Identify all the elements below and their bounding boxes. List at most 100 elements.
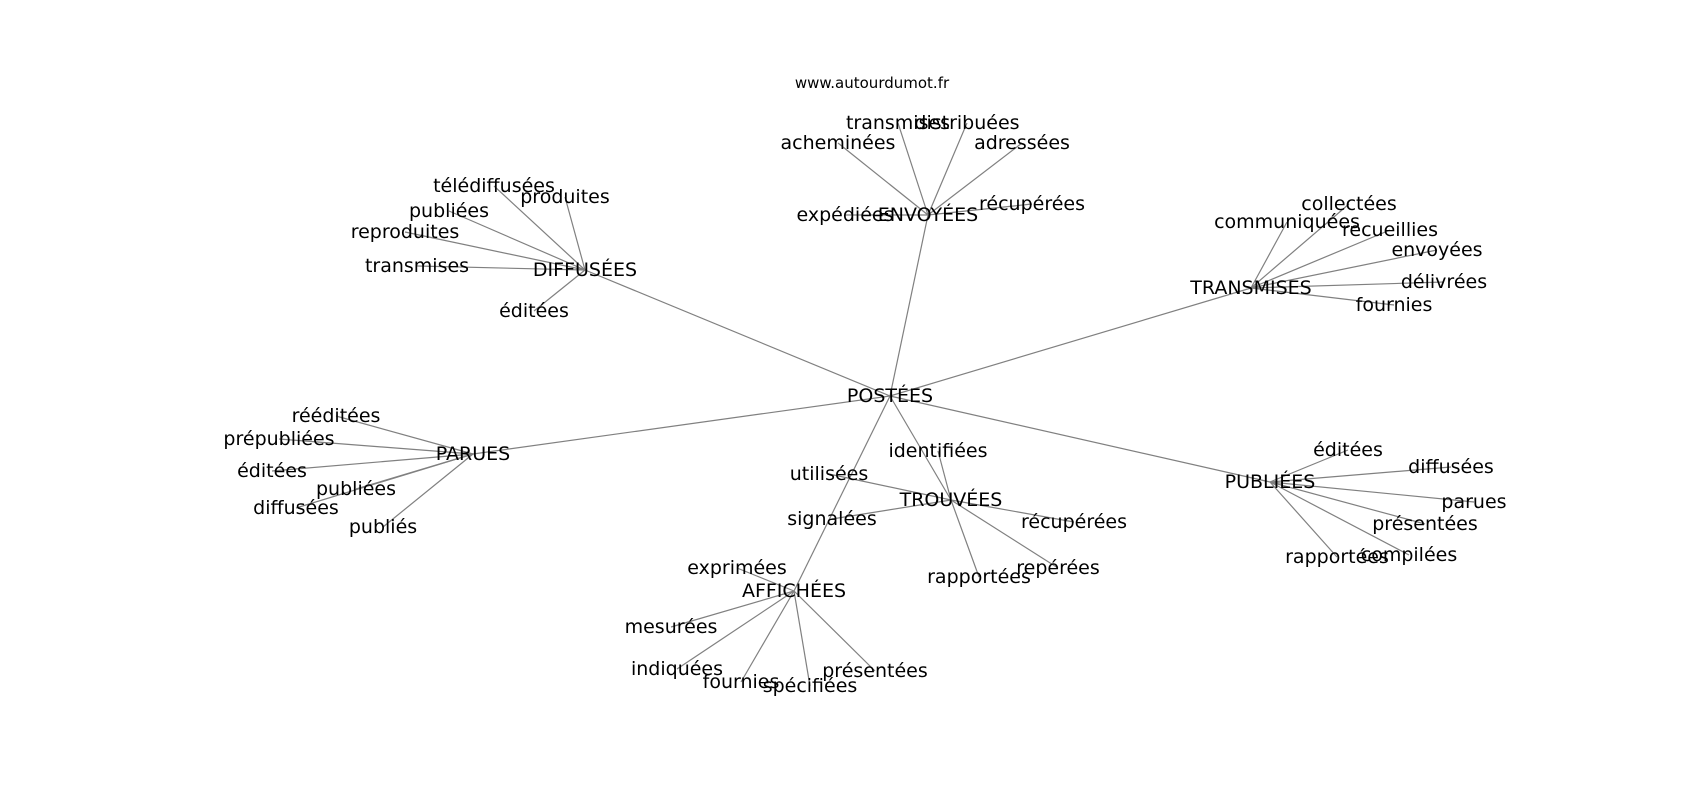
leaf-node[interactable]: éditées [499, 300, 569, 322]
cluster-node[interactable]: TROUVÉES [899, 488, 1003, 511]
leaf-node[interactable]: récupérées [1021, 511, 1127, 533]
edge-cluster-2-leaf-1 [1250, 221, 1288, 289]
leaf-node[interactable]: adressées [974, 132, 1070, 154]
cluster-node[interactable]: PARUES [436, 443, 510, 465]
leaf-node[interactable]: reproduites [351, 221, 460, 243]
edge-center-4 [889, 395, 1271, 483]
leaf-node[interactable]: distribuées [914, 112, 1019, 134]
edge-cluster-4-leaf-4 [1269, 481, 1338, 558]
leaf-node[interactable]: collectées [1301, 193, 1397, 215]
edge-cluster-5-leaf-0 [937, 450, 952, 501]
edge-cluster-6-leaf-5 [793, 590, 876, 672]
edge-cluster-6-leaf-4 [793, 590, 811, 687]
leaf-node[interactable]: prépubliées [223, 428, 334, 450]
edge-cluster-2-leaf-4 [1250, 281, 1445, 289]
leaf-node[interactable]: éditées [237, 460, 307, 482]
leaf-node[interactable]: diffusées [253, 497, 339, 519]
center-node[interactable]: POSTÉES [847, 384, 933, 407]
edge-cluster-0-leaf-2 [837, 142, 929, 216]
edge-center-2 [889, 287, 1252, 397]
edge-cluster-4-leaf-2 [1269, 481, 1475, 503]
cluster-node[interactable]: TRANSMISES [1189, 277, 1311, 299]
leaf-node[interactable]: recueillies [1342, 219, 1438, 241]
edge-center-5 [889, 395, 952, 501]
leaf-node[interactable]: utilisées [790, 463, 869, 485]
edge-cluster-2-leaf-0 [1250, 203, 1350, 289]
edge-center-6 [793, 395, 891, 592]
leaf-node[interactable]: transmises [846, 112, 950, 134]
edge-cluster-1-leaf-0 [493, 185, 586, 271]
leaf-node[interactable]: parues [1441, 491, 1506, 513]
leaf-node[interactable]: présentées [1372, 513, 1478, 535]
edge-center-0 [889, 214, 929, 397]
edge-cluster-1-leaf-2 [448, 210, 586, 271]
edge-cluster-0-leaf-0 [897, 122, 929, 216]
leaf-node[interactable]: délivrées [1401, 271, 1487, 293]
edge-cluster-4-leaf-3 [1269, 481, 1426, 525]
leaf-node[interactable]: rapportées [927, 566, 1031, 588]
cluster-node[interactable]: PUBLIÉES [1225, 470, 1316, 493]
edge-cluster-3-leaf-5 [382, 453, 474, 528]
leaf-node[interactable]: présentées [822, 660, 928, 682]
edge-cluster-6-leaf-3 [740, 590, 795, 683]
leaf-node[interactable]: télédiffusées [433, 175, 555, 197]
leaf-node[interactable]: expédiées [797, 204, 894, 226]
edge-cluster-1-leaf-4 [416, 265, 586, 271]
edge-cluster-3-leaf-4 [295, 453, 474, 509]
edge-cluster-5-leaf-2 [831, 499, 952, 520]
edge-cluster-3-leaf-1 [278, 438, 474, 455]
edge-cluster-0-leaf-1 [927, 122, 968, 216]
edge-cluster-1-leaf-3 [404, 231, 586, 271]
leaf-node[interactable]: signalées [787, 508, 876, 530]
edge-center-1 [584, 269, 891, 397]
leaf-node[interactable]: exprimées [687, 557, 787, 579]
edge-cluster-2-leaf-2 [1250, 229, 1391, 289]
edge-cluster-0-leaf-3 [927, 142, 1023, 216]
edge-cluster-4-leaf-1 [1269, 466, 1452, 483]
labels-layer: POSTÉESENVOYÉEStransmisesdistribuéesache… [223, 112, 1506, 697]
edge-cluster-5-leaf-5 [950, 499, 980, 578]
leaf-node[interactable]: éditées [1313, 439, 1383, 461]
leaf-node[interactable]: spécifiées [763, 675, 858, 697]
leaf-node[interactable]: acheminées [781, 132, 896, 154]
edge-cluster-6-leaf-1 [670, 590, 795, 628]
leaf-node[interactable]: transmises [365, 255, 469, 277]
edge-cluster-6-leaf-2 [676, 590, 795, 670]
edge-cluster-0-leaf-5 [927, 203, 1033, 216]
edges-layer [271, 122, 1475, 687]
leaf-node[interactable]: repérées [1016, 557, 1100, 579]
edge-cluster-4-leaf-0 [1269, 449, 1349, 483]
leaf-node[interactable]: publiés [349, 516, 417, 538]
leaf-node[interactable]: rapportées [1285, 546, 1389, 568]
leaf-node[interactable]: produites [520, 186, 610, 208]
edge-cluster-1-leaf-5 [533, 269, 586, 312]
leaf-node[interactable]: rééditées [292, 405, 381, 427]
leaf-node[interactable]: diffusées [1408, 456, 1494, 478]
edge-cluster-3-leaf-0 [335, 415, 474, 455]
edge-center-3 [472, 395, 891, 455]
edge-cluster-2-leaf-5 [1250, 287, 1395, 306]
leaf-node[interactable]: identifiées [888, 440, 987, 462]
leaf-node[interactable]: publiées [316, 478, 396, 500]
leaf-node[interactable]: envoyées [1391, 239, 1482, 261]
leaf-node[interactable]: récupérées [979, 193, 1085, 215]
edge-cluster-6-leaf-0 [736, 567, 795, 592]
cluster-node[interactable]: AFFICHÉES [742, 579, 846, 602]
leaf-node[interactable]: communiquées [1214, 211, 1360, 233]
edge-cluster-4-leaf-5 [1269, 481, 1410, 556]
edge-cluster-5-leaf-4 [950, 499, 1059, 569]
source-text[interactable]: www.autourdumot.fr [795, 74, 950, 92]
leaf-node[interactable]: fournies [1356, 294, 1433, 316]
leaf-node[interactable]: mesurées [625, 616, 718, 638]
leaf-node[interactable]: indiquées [631, 658, 723, 680]
cluster-node[interactable]: DIFFUSÉES [533, 258, 637, 281]
edge-cluster-2-leaf-3 [1250, 249, 1438, 289]
edge-cluster-5-leaf-3 [950, 499, 1075, 523]
leaf-node[interactable]: fournies [703, 671, 780, 693]
cluster-node[interactable]: ENVOYÉES [878, 203, 978, 226]
edge-cluster-1-leaf-1 [564, 196, 586, 271]
leaf-node[interactable]: publiées [409, 200, 489, 222]
leaf-node[interactable]: compilées [1361, 544, 1457, 566]
edge-cluster-3-leaf-2 [271, 453, 474, 472]
